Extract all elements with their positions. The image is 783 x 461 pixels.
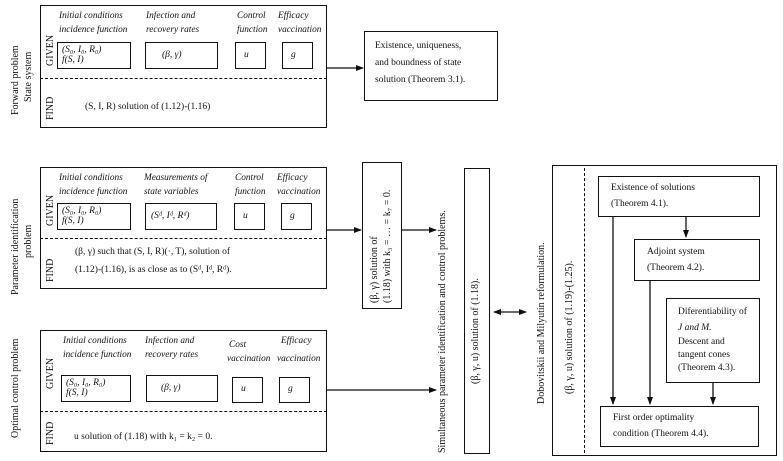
header-efficacy: Efficacy vaccination <box>277 171 320 199</box>
initial-conditions-value: (S₀, I₀, R₀) f(S, I) <box>57 203 131 230</box>
cost-value: u <box>232 377 263 403</box>
control-value: u <box>235 42 266 69</box>
theorem-4-3-box: Diferentiability of J and M. Descent and… <box>666 298 760 383</box>
header-line: Efficacy <box>278 11 309 21</box>
incidence-function: f(S, I) <box>66 388 88 398</box>
header-initial-conditions: Initial conditions incidence function <box>59 171 127 199</box>
result-line: Existence, uniqueness, <box>375 41 462 51</box>
header-control-function: Control function <box>235 171 265 199</box>
forward-result-box: Existence, uniqueness, and boundness of … <box>364 31 498 101</box>
initial-conditions-value: (S₀, I₀, R₀) f(S, I) <box>57 42 131 69</box>
header-line: Initial conditions <box>59 173 123 183</box>
initial-values: (S₀, I₀, R₀) <box>62 206 102 216</box>
theorem-line: Adjoint system <box>647 247 705 257</box>
header-line: incidence function <box>59 25 128 35</box>
header-line: function <box>235 187 266 197</box>
theorem-line: (Theorem 4.2). <box>647 263 705 273</box>
header-line: incidence function <box>59 187 128 197</box>
theorem-line: Diferentiability of <box>678 307 747 317</box>
header-measurements: Measurements of state variables <box>144 171 207 199</box>
given-find-divider <box>40 238 327 239</box>
rates-value: (β, γ) <box>146 375 218 402</box>
header-line: vaccination <box>227 354 271 364</box>
theorem-line: Existence of solutions <box>611 183 695 193</box>
param-find-text-1: (β, γ) such that (S, I, R)(·, T), soluti… <box>75 247 231 257</box>
header-line: Control <box>237 11 266 21</box>
optimal-find-text: u solution of (1.18) with k₁ = k₂ = 0. <box>74 432 213 442</box>
incidence-function: f(S, I) <box>62 55 84 65</box>
header-line: vaccination <box>278 25 322 35</box>
reformulation-panel: (β, γ, u) solution of (1.19)-(1.25). Exi… <box>552 165 777 456</box>
header-infection-rates: Infection and recovery rates <box>145 334 198 362</box>
header-infection-rates: Infection and recovery rates <box>146 9 199 37</box>
theorem-4-2-box: Adjoint system (Theorem 4.2). <box>634 239 760 281</box>
header-line: Efficacy <box>277 173 308 183</box>
control-value: u <box>234 203 265 230</box>
efficacy-value: g <box>282 42 313 69</box>
forward-find-text: (S, I, R) solution of (1.12)-(1.16) <box>85 102 211 112</box>
theorem-line: First order optimality <box>613 413 695 423</box>
given-find-divider <box>40 78 327 79</box>
header-line: Efficacy <box>281 336 312 346</box>
header-efficacy: Efficacy vaccination <box>277 334 320 366</box>
initial-values: (S₀, I₀, R₀) <box>66 378 106 388</box>
theorem-line: Descent and <box>678 337 725 347</box>
forward-problem-panel: GIVEN FIND Initial conditions incidence … <box>40 5 327 128</box>
theorem-line: J and M. <box>678 323 712 333</box>
header-line: vaccination <box>277 354 321 364</box>
reformulation-divider <box>584 168 585 453</box>
header-line: recovery rates <box>145 350 199 360</box>
header-line: state variables <box>144 187 199 197</box>
header-line: Initial conditions <box>63 336 127 346</box>
theorem-4-4-box: First order optimality condition (Theore… <box>600 406 759 447</box>
theorem-4-1-box: Existence of solutions (Theorem 4.1). <box>598 176 760 217</box>
initial-values: (S₀, I₀, R₀) <box>62 45 102 55</box>
theorem-line: tangent cones <box>678 350 730 360</box>
rates-value: (β, γ) <box>145 42 218 69</box>
theorem-line: (Theorem 4.3). <box>678 363 736 373</box>
header-initial-conditions: Initial conditions incidence function <box>59 9 127 37</box>
header-line: Control <box>235 173 264 183</box>
theorem-line: (Theorem 4.1). <box>611 199 669 209</box>
header-line: vaccination <box>277 187 321 197</box>
header-efficacy: Efficacy vaccination <box>278 9 321 37</box>
header-line: function <box>237 25 268 35</box>
parameter-result-box: (β, γ) solution of (1.18) with k₃ = … = … <box>362 162 402 309</box>
header-cost-vaccination: Cost vaccination <box>227 338 270 366</box>
result-line: solution (Theorem 3.1). <box>375 75 466 85</box>
param-find-text-2: (1.12)-(1.16), is as close as to (Sᵈ, Iᵈ… <box>75 265 232 275</box>
incidence-function: f(S, I) <box>62 216 84 226</box>
theorem-line: condition (Theorem 4.4). <box>613 429 709 439</box>
efficacy-value: g <box>281 203 312 230</box>
given-find-divider <box>40 411 327 412</box>
efficacy-value: g <box>279 377 310 403</box>
simultaneous-solution-box: (β, γ, u) solution of (1.18). <box>464 168 490 454</box>
header-initial-conditions: Initial conditions incidence function <box>63 334 131 362</box>
header-line: Infection and <box>146 11 196 21</box>
initial-conditions-value: (S₀, I₀, R₀) f(S, I) <box>61 375 131 402</box>
header-line: Infection and <box>145 336 195 346</box>
optimal-control-panel: GIVEN FIND Initial conditions incidence … <box>40 330 327 452</box>
result-line: and boundness of state <box>375 58 462 68</box>
header-line: Measurements of <box>144 173 208 183</box>
header-line: incidence function <box>63 350 132 360</box>
header-line: Initial conditions <box>59 11 123 21</box>
header-control-function: Control function <box>237 9 267 37</box>
parameter-identification-panel: GIVEN FIND Initial conditions incidence … <box>40 167 327 289</box>
header-line: Cost <box>229 340 247 350</box>
header-line: recovery rates <box>146 25 200 35</box>
measurements-value: (Sᵈ, Iᵈ, Rᵈ) <box>145 203 217 230</box>
